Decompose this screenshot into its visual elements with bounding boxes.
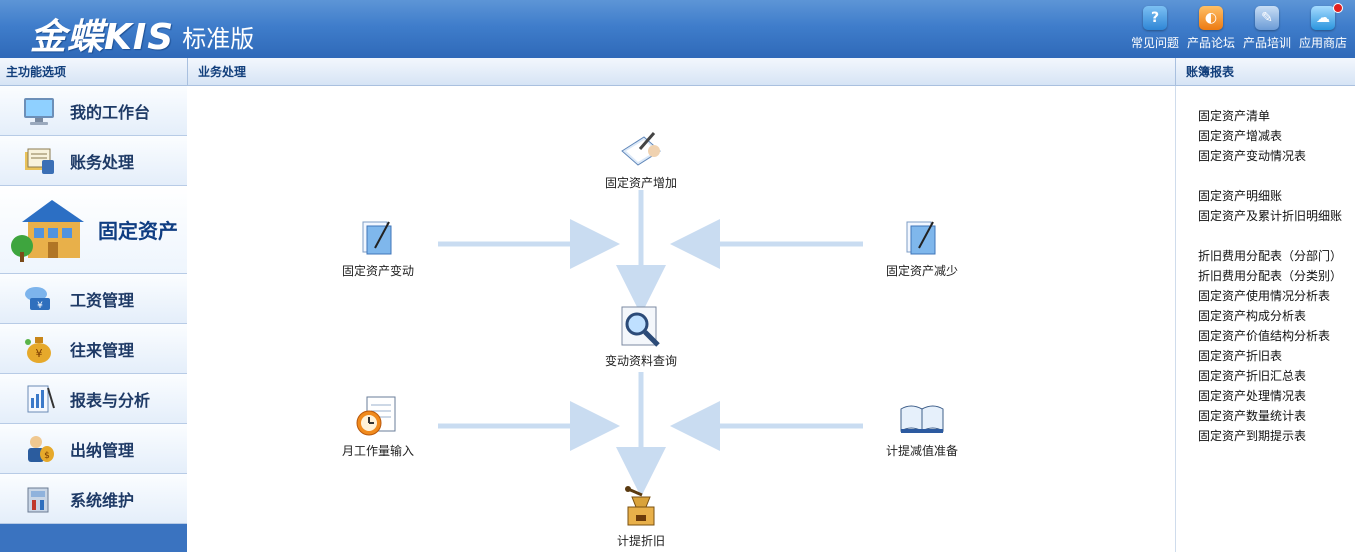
sidebar-item-cashier[interactable]: $ 出纳管理 [0,424,187,474]
report-link-value-structure-analysis[interactable]: 固定资产价值结构分析表 [1198,329,1331,343]
sidebar-item-accounting[interactable]: 账务处理 [0,136,187,186]
document-pen-icon [618,126,664,172]
salary-icon: ¥ [22,282,56,316]
node-depreciation[interactable]: 计提折旧 [581,484,701,549]
node-asset-reduce[interactable]: 固定资产减少 [862,214,982,279]
node-change-query[interactable]: 变动资料查询 [581,304,701,369]
sidebar-item-label: 账务处理 [70,152,135,172]
node-change-query-label: 变动资料查询 [604,354,677,368]
node-monthly-input[interactable]: 月工作量输入 [318,394,438,459]
house-icon [8,194,90,266]
node-monthly-input-label: 月工作量输入 [341,444,414,458]
help-icon: ? [1143,6,1167,30]
store-icon: ☁ [1311,6,1335,30]
report-link-disposal-status[interactable]: 固定资产处理情况表 [1198,389,1307,403]
node-asset-add-label: 固定资产增加 [604,176,677,190]
node-asset-change[interactable]: 固定资产变动 [318,214,438,279]
sidebar-item-label: 固定资产 [98,219,178,243]
sidebar-item-maintenance[interactable]: 系统维护 [0,474,187,524]
sidebar-item-label: 工资管理 [70,290,135,310]
report-link-depreciation-by-dept[interactable]: 折旧费用分配表（分部门） [1198,249,1343,263]
training-icon: ✎ [1255,6,1279,30]
sidebar-item-label: 系统维护 [70,490,135,510]
flow-arrows [438,190,863,497]
reports-panel: 固定资产清单 固定资产增减表 固定资产变动情况表 固定资产明细账 固定资产及累计… [1175,86,1355,552]
report-icon [22,382,56,416]
report-group-ledgers: 固定资产明细账 固定资产及累计折旧明细账 [1198,186,1355,226]
training-link-label: 产品培训 [1242,36,1291,50]
sidebar-item-label: 往来管理 [70,340,135,360]
store-link-label: 应用商店 [1298,36,1347,50]
svg-text:$: $ [44,451,50,461]
help-link-label: 常见问题 [1130,36,1179,50]
node-impairment-label: 计提减值准备 [885,444,958,458]
report-group-list: 固定资产清单 固定资产增减表 固定资产变动情况表 [1198,106,1355,166]
business-panel-header: 业务处理 [187,58,1175,86]
sidebar-item-fixed-assets[interactable]: 固定资产 [0,186,187,274]
node-asset-change-label: 固定资产变动 [341,264,414,278]
report-link-asset-increase-decrease[interactable]: 固定资产增减表 [1198,129,1283,143]
node-asset-reduce-label: 固定资产减少 [885,264,958,278]
report-link-asset-change-status[interactable]: 固定资产变动情况表 [1198,149,1307,163]
tools-icon [22,482,56,516]
report-link-asset-depreciation-ledger[interactable]: 固定资产及累计折旧明细账 [1198,209,1343,223]
report-link-quantity-statistics[interactable]: 固定资产数量统计表 [1198,409,1307,423]
cashier-icon: $ [22,432,56,466]
sidebar-item-label: 报表与分析 [70,390,151,410]
calendar-clock-icon [355,394,401,440]
sidebar-item-payroll[interactable]: ¥ 工资管理 [0,274,187,324]
report-list: 固定资产清单 固定资产增减表 固定资产变动情况表 固定资产明细账 固定资产及累计… [1176,86,1355,446]
report-link-usage-analysis[interactable]: 固定资产使用情况分析表 [1198,289,1331,303]
business-flow-area: 固定资产增加 固定资产变动 固定资产减少 变动资料查询 月工作量输入 计提减值准… [187,86,1175,552]
sidebar-item-receivables[interactable]: ¥ 往来管理 [0,324,187,374]
store-link[interactable]: ☁ 应用商店 [1297,3,1349,51]
sidebar-item-label: 我的工作台 [70,102,151,122]
monitor-icon [22,94,56,128]
svg-text:¥: ¥ [37,301,43,311]
report-group-analysis: 折旧费用分配表（分部门） 折旧费用分配表（分类别） 固定资产使用情况分析表 固定… [1198,246,1355,446]
training-link[interactable]: ✎ 产品培训 [1241,6,1293,51]
edit-document-icon [899,214,945,260]
sidebar-item-label: 出纳管理 [70,440,135,460]
edit-document-icon [355,214,401,260]
report-link-asset-list[interactable]: 固定资产清单 [1198,109,1271,123]
brand-name: 金蝶KIS [30,17,175,58]
sidebar-header: 主功能选项 [0,58,187,86]
forum-link-label: 产品论坛 [1186,36,1235,50]
brand-edition: 标准版 [182,25,255,53]
sidebar-item-reports[interactable]: 报表与分析 [0,374,187,424]
report-link-composition-analysis[interactable]: 固定资产构成分析表 [1198,309,1307,323]
ledger-icon [22,144,56,178]
node-impairment[interactable]: 计提减值准备 [862,394,982,459]
top-links: ? 常见问题 ◐ 产品论坛 ✎ 产品培训 ☁ 应用商店 [1129,3,1349,51]
report-link-depreciation-table[interactable]: 固定资产折旧表 [1198,349,1283,363]
grinder-icon [618,484,664,530]
report-link-depreciation-by-category[interactable]: 折旧费用分配表（分类别） [1198,269,1343,283]
magnifier-icon [618,304,664,350]
forum-link[interactable]: ◐ 产品论坛 [1185,6,1237,51]
report-link-depreciation-summary[interactable]: 固定资产折旧汇总表 [1198,369,1307,383]
open-book-icon [899,394,945,440]
notification-dot [1333,3,1343,13]
reports-panel-header: 账簿报表 [1175,58,1355,86]
sidebar: 主功能选项 我的工作台 账务处理 固定资产 ¥ 工资管理 ¥ 往来管理 报 [0,58,187,552]
svg-text:¥: ¥ [36,347,43,360]
node-depreciation-label: 计提折旧 [616,534,665,548]
report-link-expiry-reminder[interactable]: 固定资产到期提示表 [1198,429,1307,443]
money-bag-icon: ¥ [22,332,56,366]
forum-icon: ◐ [1199,6,1223,30]
node-asset-add[interactable]: 固定资产增加 [581,126,701,191]
report-link-asset-detail-ledger[interactable]: 固定资产明细账 [1198,189,1283,203]
help-link[interactable]: ? 常见问题 [1129,6,1181,51]
sidebar-item-workbench[interactable]: 我的工作台 [0,86,187,136]
